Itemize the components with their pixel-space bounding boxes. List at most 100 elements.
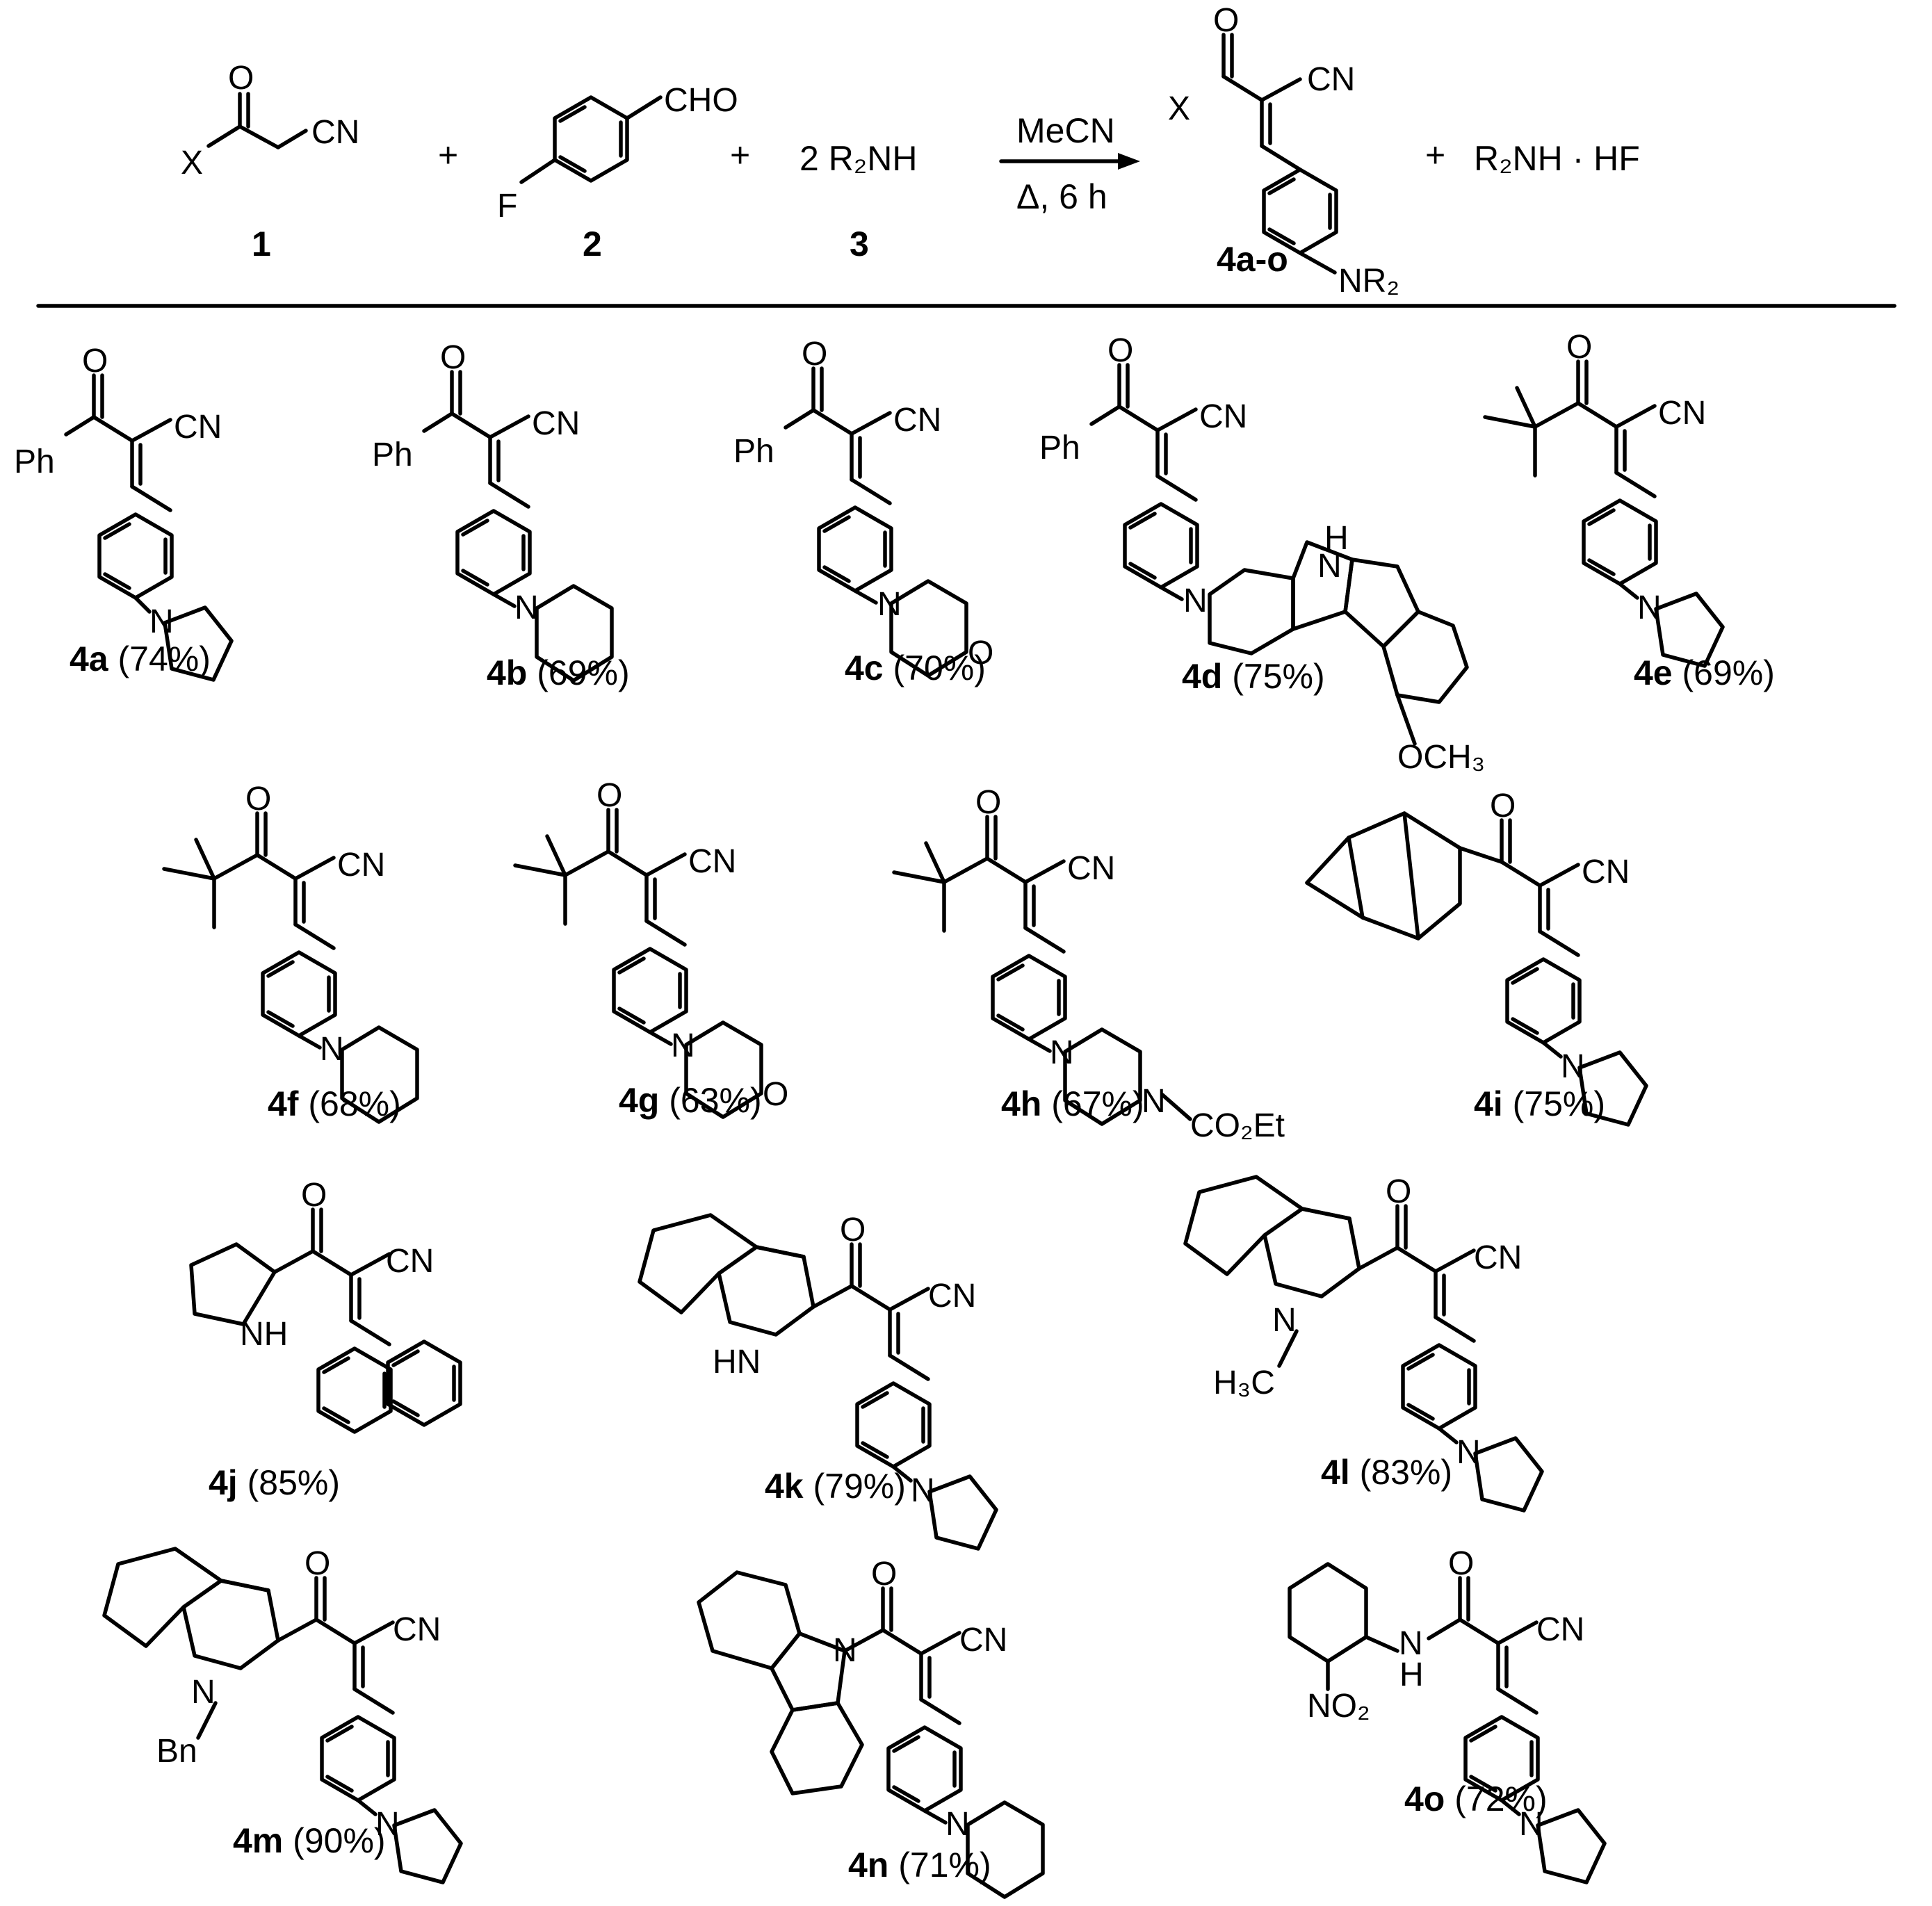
svg-text:Ph: Ph [372, 437, 413, 473]
svg-text:N: N [1519, 1806, 1543, 1843]
product-id: 4a-o [1217, 240, 1288, 279]
svg-text:O: O [440, 339, 466, 376]
product-general: O X CN NR₂ 4a-o [1168, 2, 1399, 300]
svg-text:O: O [802, 336, 827, 373]
svg-text:Ph: Ph [733, 433, 774, 470]
compound-label: 4k (79%) [765, 1467, 906, 1506]
reagent-3-id: 3 [850, 225, 869, 263]
svg-text:CN: CN [1582, 854, 1630, 890]
svg-text:H: H [1399, 1656, 1424, 1693]
compound-label: 4g (63%) [619, 1081, 762, 1120]
compound-label: 4f (68%) [268, 1084, 401, 1123]
svg-text:CN: CN [1474, 1239, 1522, 1276]
svg-text:N: N [1456, 1434, 1481, 1471]
reagent-3-formula: 2 R₂NH [799, 139, 917, 178]
compound-label: 4d (75%) [1182, 657, 1325, 696]
svg-text:CN: CN [959, 1622, 1007, 1659]
compound-4j: O CN NH 4j (85%) [189, 1177, 434, 1502]
atom-CN: CN [1307, 61, 1355, 98]
svg-text:Bn: Bn [156, 1733, 197, 1770]
svg-text:N: N [1142, 1083, 1166, 1120]
svg-text:O: O [1566, 329, 1592, 366]
atom-CHO-label: CHO [664, 82, 738, 119]
svg-text:NO₂: NO₂ [1307, 1688, 1370, 1725]
svg-text:O: O [975, 784, 1001, 821]
atom-X: X [181, 145, 203, 181]
atom-F: F [497, 188, 517, 225]
svg-text:N: N [514, 589, 539, 626]
compound-4n: O CN N N 4n (71%) [697, 1556, 1043, 1897]
reagent-2: F CHO 2 [497, 82, 738, 263]
svg-text:N: N [149, 603, 174, 640]
svg-text:CN: CN [1536, 1611, 1584, 1648]
compound-label: 4n (71%) [848, 1846, 991, 1884]
compound-label: 4j (85%) [209, 1463, 340, 1502]
svg-text:O: O [763, 1076, 788, 1113]
svg-text:NH: NH [240, 1316, 288, 1353]
reagent-2-id: 2 [583, 225, 602, 263]
svg-text:N: N [1272, 1302, 1297, 1339]
svg-text:O: O [871, 1556, 897, 1593]
reagent-1: O X CN 1 [181, 60, 359, 263]
plus-sign: + [1425, 136, 1445, 174]
compound-4f: O CN N 4f (68%) [164, 781, 417, 1123]
compound-label: 4a (74%) [70, 640, 211, 678]
compound-4l: O CN N H₃C N 4l (83%) [1185, 1173, 1542, 1510]
svg-text:CN: CN [1067, 850, 1115, 887]
compound-label: 4i (75%) [1474, 1084, 1605, 1123]
svg-text:O: O [1490, 788, 1516, 824]
compound-4b: O Ph CN N 4b (69%) [372, 339, 630, 692]
svg-text:CN: CN [1199, 398, 1247, 435]
svg-text:O: O [245, 781, 271, 817]
svg-text:H₃C: H₃C [1213, 1365, 1275, 1401]
byproduct: R₂NH · HF [1474, 139, 1640, 178]
compound-4g: O CN N O 4g (63%) [515, 777, 788, 1120]
svg-text:CN: CN [928, 1278, 976, 1314]
compound-label: 4m (90%) [233, 1821, 386, 1860]
compound-label: 4o (72%) [1404, 1779, 1548, 1818]
compound-label: 4l (83%) [1321, 1453, 1452, 1492]
atom-NR2: NR₂ [1338, 263, 1399, 300]
compound-4m: O CN N Bn N 4m (90%) [104, 1545, 461, 1882]
plus-sign: + [438, 136, 458, 174]
compound-4h: O CN N N CO₂Et 4h (67%) [894, 784, 1285, 1144]
svg-text:CN: CN [393, 1611, 441, 1648]
atom-X: X [1168, 90, 1190, 127]
compound-4e: O CN N 4e (69%) [1485, 329, 1775, 692]
compound-label: 4h (67%) [1001, 1084, 1144, 1123]
svg-text:O: O [1448, 1545, 1474, 1582]
svg-text:N: N [320, 1031, 344, 1068]
reagent-1-id: 1 [252, 225, 271, 263]
svg-text:CN: CN [893, 402, 941, 439]
plus-sign: + [730, 136, 750, 174]
svg-text:O: O [1386, 1173, 1411, 1210]
svg-text:H: H [1324, 520, 1349, 557]
svg-text:N: N [191, 1674, 216, 1711]
atom-CN: CN [311, 114, 359, 151]
reaction-arrow: MeCN Δ, 6 h [999, 111, 1140, 216]
condition-temp-time: Δ, 6 h [1016, 177, 1107, 216]
svg-text:O: O [305, 1545, 330, 1582]
svg-text:O: O [840, 1212, 866, 1248]
svg-text:N: N [1183, 583, 1208, 619]
compound-label: 4e (69%) [1634, 653, 1775, 692]
atom-O: O [1213, 2, 1239, 39]
svg-text:HN: HN [713, 1344, 761, 1380]
compound-4d: O Ph CN H N N OCH₃ 4d (75%) [1039, 332, 1485, 776]
atom-O: O [228, 60, 254, 97]
svg-text:O: O [1107, 332, 1133, 369]
svg-text:Ph: Ph [14, 443, 55, 480]
svg-text:CN: CN [532, 405, 580, 442]
compound-label: 4c (70%) [845, 649, 986, 687]
svg-text:N: N [1561, 1048, 1585, 1085]
svg-text:N: N [1637, 589, 1662, 626]
svg-text:N: N [833, 1632, 857, 1669]
svg-text:CN: CN [1658, 395, 1706, 432]
compound-4a: O Ph CN N 4a (74%) [14, 343, 232, 680]
compound-4c: O Ph CN N O 4c (70%) [733, 336, 993, 687]
compound-4i: O CN N 4i (75%) [1305, 788, 1646, 1125]
svg-text:CN: CN [337, 847, 385, 883]
svg-text:CN: CN [386, 1243, 434, 1280]
compound-4k: O CN HN N 4k (79%) [640, 1212, 996, 1549]
